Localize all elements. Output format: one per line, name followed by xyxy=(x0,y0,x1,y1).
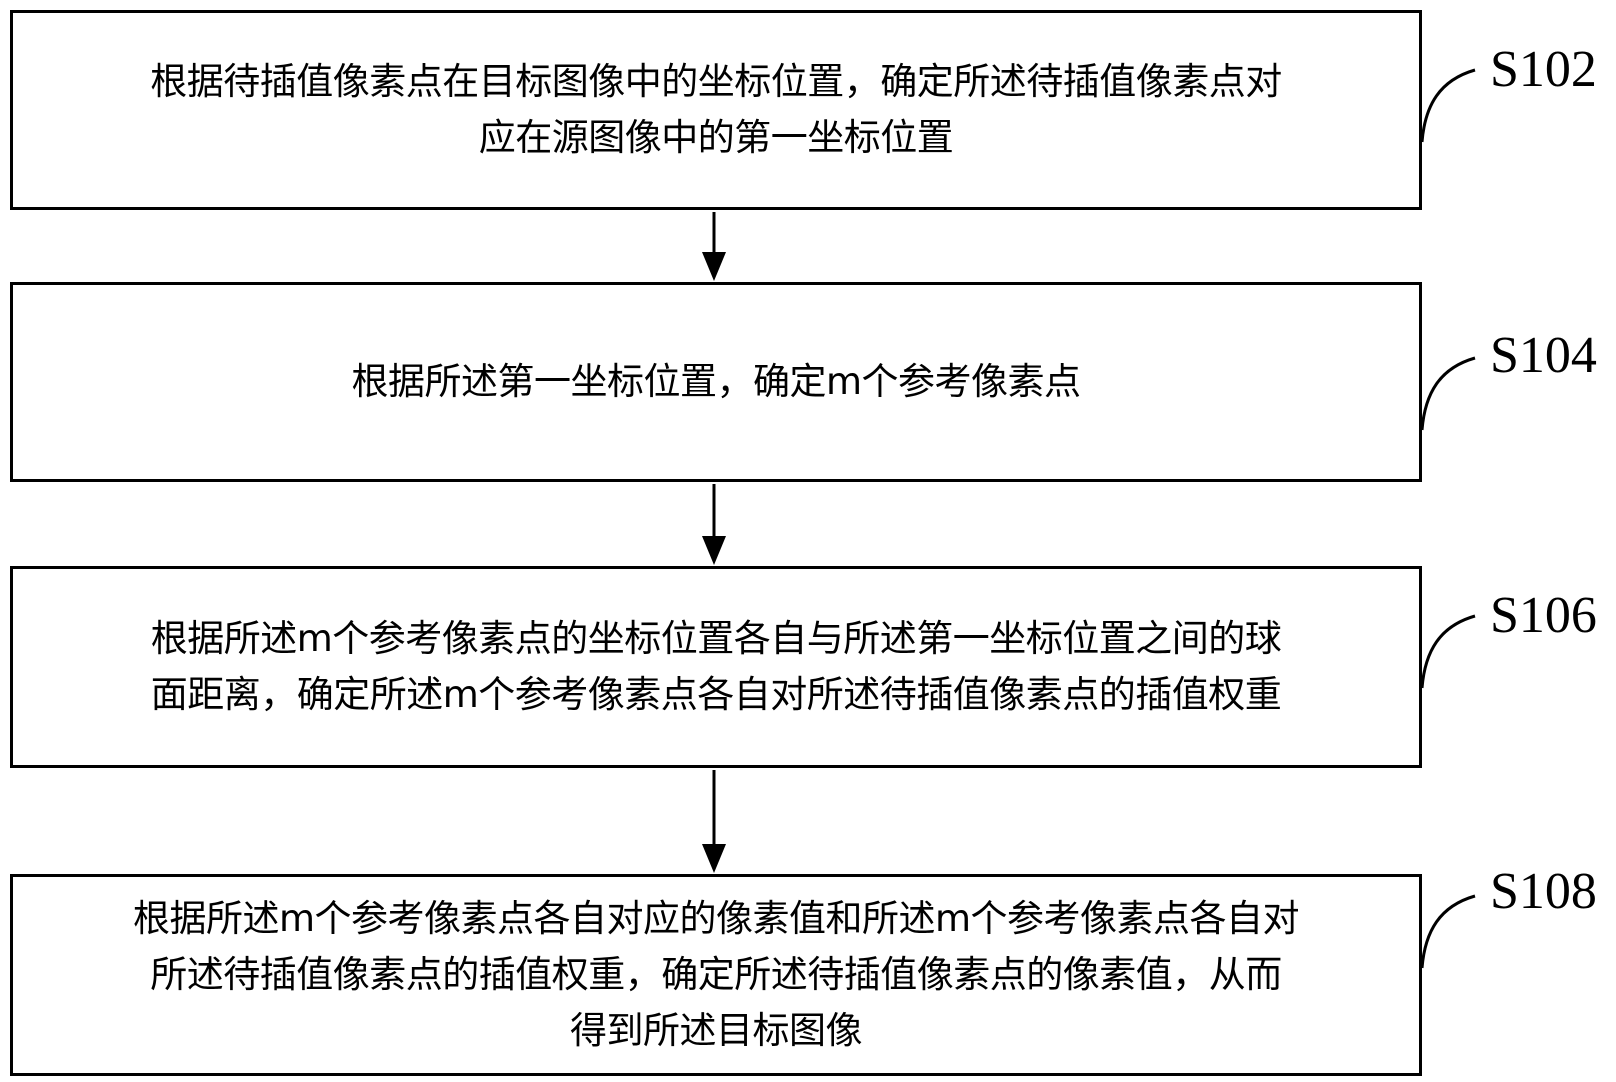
step-text-s102: 根据待插值像素点在目标图像中的坐标位置，确定所述待插值像素点对 应在源图像中的第… xyxy=(150,54,1282,166)
step-text-line: 应在源图像中的第一坐标位置 xyxy=(478,116,954,159)
step-text-line: 得到所述目标图像 xyxy=(570,1009,863,1052)
flow-arrow-s102-s104 xyxy=(702,212,726,281)
step-text-line: 根据所述第一坐标位置，确定m个参考像素点 xyxy=(351,360,1081,403)
step-text-line: 面距离，确定所述m个参考像素点各自对所述待插值像素点的插值权重 xyxy=(150,673,1282,716)
leader-curve-s108 xyxy=(1420,894,1476,969)
step-box-s108: 根据所述m个参考像素点各自对应的像素值和所述m个参考像素点各自对 所述待插值像素… xyxy=(10,874,1422,1076)
leader-curve-s102 xyxy=(1420,68,1476,143)
step-text-line: 根据所述m个参考像素点各自对应的像素值和所述m个参考像素点各自对 xyxy=(132,897,1300,940)
step-label-s104: S104 xyxy=(1490,327,1597,384)
step-label-s108: S108 xyxy=(1490,863,1597,920)
leader-curve-s106 xyxy=(1420,614,1476,689)
step-box-s102: 根据待插值像素点在目标图像中的坐标位置，确定所述待插值像素点对 应在源图像中的第… xyxy=(10,10,1422,210)
flow-arrow-s104-s106 xyxy=(702,484,726,565)
step-box-s104: 根据所述第一坐标位置，确定m个参考像素点 xyxy=(10,282,1422,482)
step-text-line: 所述待插值像素点的插值权重，确定所述待插值像素点的像素值，从而 xyxy=(150,953,1282,996)
step-text-line: 根据所述m个参考像素点的坐标位置各自与所述第一坐标位置之间的球 xyxy=(150,617,1282,660)
step-box-s106: 根据所述m个参考像素点的坐标位置各自与所述第一坐标位置之间的球 面距离，确定所述… xyxy=(10,566,1422,768)
step-text-s104: 根据所述第一坐标位置，确定m个参考像素点 xyxy=(351,354,1081,410)
step-text-s108: 根据所述m个参考像素点各自对应的像素值和所述m个参考像素点各自对 所述待插值像素… xyxy=(132,891,1300,1059)
flow-arrow-s106-s108 xyxy=(702,770,726,873)
step-label-s106: S106 xyxy=(1490,587,1597,644)
leader-curve-s104 xyxy=(1420,356,1476,431)
step-text-line: 根据待插值像素点在目标图像中的坐标位置，确定所述待插值像素点对 xyxy=(150,60,1282,103)
step-label-s102: S102 xyxy=(1490,41,1597,98)
step-text-s106: 根据所述m个参考像素点的坐标位置各自与所述第一坐标位置之间的球 面距离，确定所述… xyxy=(151,611,1282,723)
